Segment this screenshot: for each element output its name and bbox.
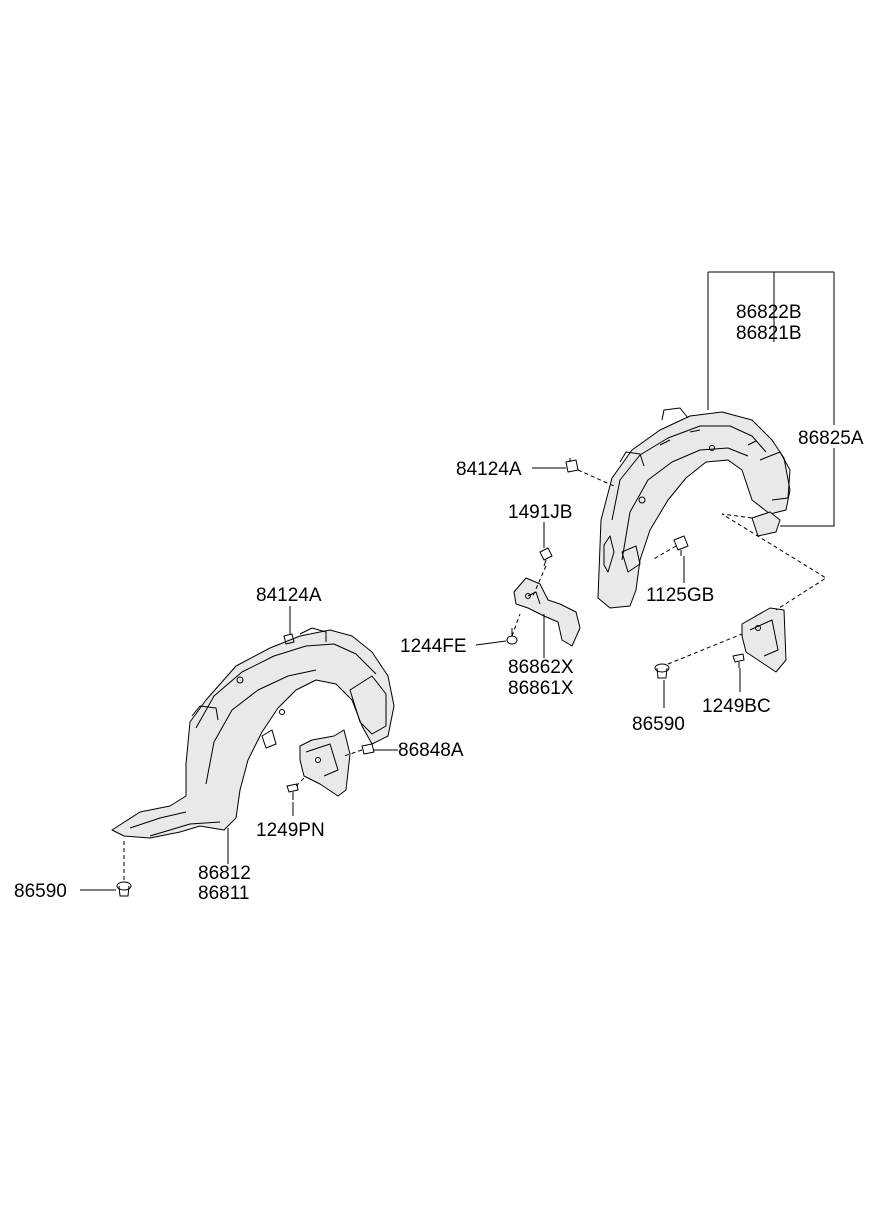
label-front-84124a: 84124A bbox=[256, 585, 322, 606]
rear-flap-screw bbox=[732, 653, 745, 668]
label-86848a: 86848A bbox=[398, 740, 464, 761]
front-clip bbox=[283, 633, 295, 645]
rear-guard-retainer bbox=[751, 511, 781, 537]
guard-bracket bbox=[513, 577, 581, 647]
bracket-bolt bbox=[539, 547, 553, 567]
leader-lines bbox=[80, 271, 835, 891]
label-86812: 86812 bbox=[198, 863, 251, 884]
front-mud-flap bbox=[299, 729, 351, 797]
label-rear-84124a: 84124A bbox=[456, 459, 522, 480]
rear-fastener bbox=[654, 663, 670, 679]
label-rear-86590: 86590 bbox=[632, 714, 685, 735]
front-fastener bbox=[116, 881, 132, 897]
front-wheel-guard bbox=[111, 627, 395, 839]
rear-wheel-guard bbox=[597, 407, 791, 609]
label-1249pn: 1249PN bbox=[256, 820, 325, 841]
label-front-86590: 86590 bbox=[14, 881, 67, 902]
label-86821b: 86821B bbox=[736, 323, 802, 344]
rear-clip bbox=[565, 458, 579, 473]
front-flap-clip bbox=[361, 743, 375, 755]
front-flap-screw bbox=[286, 783, 299, 800]
label-86822b: 86822B bbox=[736, 302, 802, 323]
label-86811: 86811 bbox=[198, 883, 249, 904]
label-1125gb: 1125GB bbox=[646, 585, 714, 606]
label-86825a: 86825A bbox=[798, 428, 864, 449]
rear-mud-flap bbox=[741, 607, 787, 673]
label-86861x: 86861X bbox=[508, 678, 574, 699]
rear-screw bbox=[673, 535, 689, 556]
callout-labels: 86822B 86821B 86825A 84124A 1491JB 1125G… bbox=[14, 302, 864, 904]
label-1249bc: 1249BC bbox=[702, 696, 771, 717]
label-1244fe: 1244FE bbox=[400, 636, 467, 657]
label-1491jb: 1491JB bbox=[508, 502, 572, 523]
label-86862x: 86862X bbox=[508, 657, 574, 678]
